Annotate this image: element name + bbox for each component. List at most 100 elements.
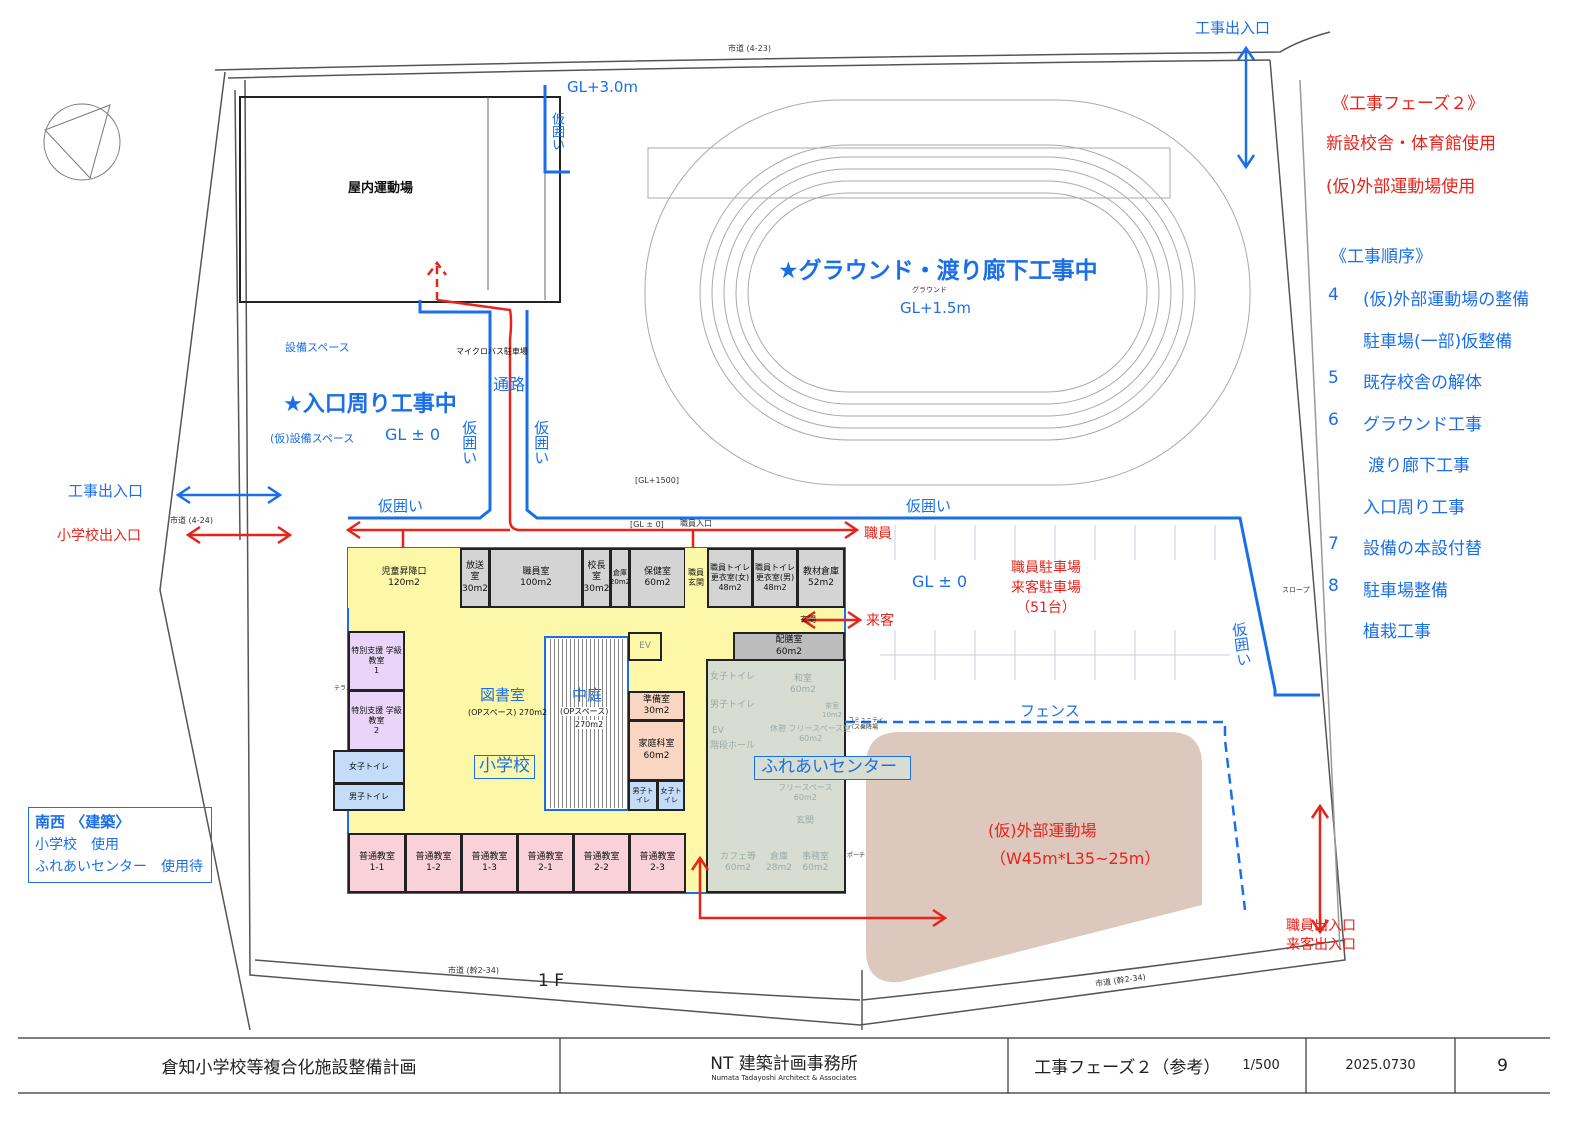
- fureai-room: EV: [712, 726, 724, 736]
- road-top-label: 市道 (4-23): [728, 44, 771, 53]
- fureai-room: 男子トイレ: [710, 700, 756, 710]
- microbus-label: マイクロバス駐車場: [456, 347, 528, 356]
- outdoor-field-label: (仮)外部運動場: [988, 821, 1097, 840]
- phase-title: 《工事フェーズ２》: [1332, 94, 1485, 114]
- gl-0-label: [GL ± 0]: [630, 520, 664, 529]
- ground-works-label: ★グラウンド・渡り廊下工事中: [778, 258, 1098, 284]
- order-title: 《工事順序》: [1330, 247, 1432, 267]
- room-entrance-small: 玄関: [800, 615, 816, 624]
- legend-line-1: 小学校 使用: [35, 837, 119, 853]
- order-step: 植栽工事: [1363, 622, 1431, 642]
- status-legend-box: 南西 〈建築〉 小学校 使用 ふれあいセンター 使用待: [28, 807, 212, 883]
- room-ev: EV: [628, 632, 662, 661]
- gl-plus-3-label: GL+3.0m: [567, 78, 639, 96]
- project-title: 倉知小学校等複合化施設整備計画: [161, 1058, 417, 1078]
- courtyard-sub: (OPスペース): [560, 707, 609, 717]
- sheet-title: 工事フェーズ２（参考）: [1034, 1058, 1221, 1078]
- construction-gate-left-label: 工事出入口: [68, 482, 144, 500]
- courtyard-area: 270m2: [575, 720, 604, 730]
- parking-label: 職員駐車場 来客駐車場 （51台）: [1011, 560, 1081, 616]
- gl-plus-15-label: GL+1.5m: [900, 299, 972, 317]
- slope-label: スロープ: [1282, 586, 1310, 594]
- room-staff-toilet-f: 職員トイレ 更衣室(女)48m2: [707, 548, 753, 608]
- temp-fence-label: 仮囲い: [378, 497, 424, 515]
- site-boundary: [159, 31, 1346, 1031]
- legend-line-2: ふれあいセンター 使用待: [35, 859, 203, 876]
- parking-line-2: 来客駐車場: [1011, 580, 1081, 597]
- gl-1500-label: [GL+1500]: [635, 476, 679, 485]
- library-area: (OPスペース) 270m2: [468, 708, 548, 717]
- temp-equipment-space-label: (仮)設備スペース: [270, 432, 355, 445]
- room-boys-toilet: 男子トイレ: [333, 783, 405, 811]
- footer-lines: [18, 1037, 1550, 1094]
- staff-arrow-label: 職員: [864, 526, 892, 542]
- phase-panel: 《工事フェーズ２》 新設校舎・体育館使用 (仮)外部運動場使用 《工事順序》: [1326, 89, 1496, 267]
- legend-title: 南西 〈建築〉: [35, 813, 131, 831]
- order-step: 入口周り工事: [1363, 497, 1465, 518]
- temp-fence-label: 仮囲い: [532, 420, 551, 465]
- terrace-label: テラス: [334, 685, 352, 692]
- temp-fence-label: 仮囲い: [548, 112, 564, 151]
- school-label: 小学校: [474, 755, 535, 779]
- passage-label: 通路: [493, 375, 526, 394]
- phase-line-2: (仮)外部運動場使用: [1326, 177, 1476, 197]
- fence-label: フェンス: [1020, 702, 1080, 720]
- parking-lines: [880, 525, 1230, 680]
- floor-label: 1 F: [538, 971, 564, 991]
- visitor-arrow-label: 来客: [866, 613, 894, 629]
- firm-name-en: Numata Tadayoshi Architect & Associates: [711, 1074, 857, 1082]
- phase-line-1: 新設校舎・体育館使用: [1326, 134, 1496, 154]
- ground-small-label: グラウンド: [912, 286, 947, 294]
- firm-name: NT 建築計画事務所: [710, 1054, 858, 1074]
- compass: [43, 103, 121, 181]
- staff-gate-label: 職員出入口: [1286, 918, 1356, 934]
- outdoor-field-size: （W45m*L35~25m）: [990, 849, 1161, 868]
- parking-line-3: （51台）: [1016, 600, 1076, 617]
- temporary-outdoor-field: [866, 732, 1202, 983]
- fureai-center-label: ふれあいセンター: [754, 756, 911, 780]
- fureai-room: 女子トイレ: [710, 672, 756, 682]
- room-staff-toilet-m: 職員トイレ 更衣室(男)48m2: [752, 548, 798, 608]
- page-number: 9: [1497, 1055, 1508, 1076]
- order-step: 渡り廊下工事: [1368, 456, 1470, 476]
- road-bottom-left-label: 市道 (幹2-34): [448, 966, 499, 975]
- road-left-label: 市道 (4-24): [170, 516, 213, 525]
- parking-line-1: 職員駐車場: [1011, 560, 1081, 576]
- room-girls-toilet: 女子トイレ: [333, 750, 405, 784]
- order-step: 4(仮)外部運動場の整備: [1328, 285, 1530, 310]
- parking-gl-label: GL ± 0: [912, 572, 968, 591]
- library-label: 図書室: [480, 686, 526, 704]
- fence-dashed: [845, 720, 1247, 911]
- temp-fence-label: 仮囲い: [460, 420, 479, 465]
- temporary-fences: [348, 85, 1320, 697]
- entrance-works-label: ★入口周り工事中: [283, 392, 457, 417]
- temp-fence-label: 仮囲い: [906, 497, 952, 515]
- gym-label: 屋内運動場: [348, 181, 414, 196]
- gym-building: [239, 96, 561, 303]
